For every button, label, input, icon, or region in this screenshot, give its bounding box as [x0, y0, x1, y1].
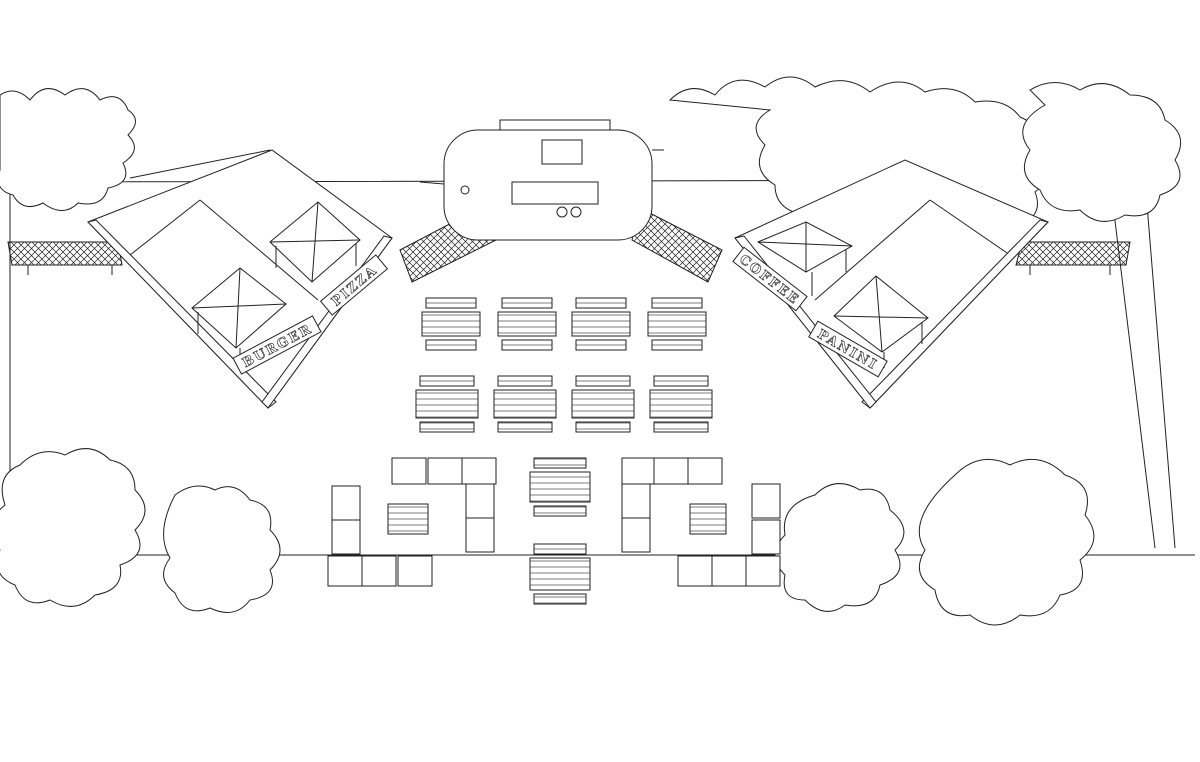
picnic-bench: [501, 339, 553, 351]
picnic-tabletop: [493, 389, 557, 419]
fence-right-outer: [1015, 241, 1131, 275]
picnic-tabletop: [571, 389, 635, 419]
sofa-module: [331, 519, 361, 555]
picnic-bench: [575, 375, 631, 387]
picnic-tabletop: [421, 311, 481, 337]
picnic-bench: [533, 593, 587, 605]
picnic-table: [421, 297, 481, 351]
sofa-module: [397, 555, 433, 587]
picnic-tabletop: [529, 557, 591, 591]
picnic-bench: [533, 543, 587, 555]
sofa-module: [711, 555, 747, 587]
sofa-module: [621, 483, 651, 519]
picnic-bench: [575, 421, 631, 433]
sofa-module: [745, 555, 781, 587]
sofa-module: [461, 457, 497, 485]
picnic-tabletop: [571, 311, 631, 337]
tree-canopy-top-left: [0, 88, 136, 211]
picnic-bench: [575, 297, 627, 309]
coffee-table: [689, 503, 727, 535]
tent-left-front: [191, 267, 287, 368]
picnic-bench: [651, 297, 703, 309]
picnic-bench: [533, 505, 587, 517]
picnic-table: [415, 375, 479, 433]
picnic-table: [571, 297, 631, 351]
picnic-bench: [419, 421, 475, 433]
picnic-bench: [575, 339, 627, 351]
food-trailer: [419, 119, 664, 241]
picnic-tabletop: [529, 471, 591, 503]
center-benches: [529, 457, 591, 605]
picnic-table: [649, 375, 713, 433]
picnic-bench: [425, 339, 477, 351]
sofa-module: [465, 517, 495, 553]
picnic-bench: [425, 297, 477, 309]
picnic-tabletop: [497, 311, 557, 337]
tent-left-back: [269, 201, 361, 283]
sofa-module: [361, 555, 397, 587]
picnic-bench: [497, 421, 553, 433]
picnic-table: [571, 375, 635, 433]
lounge-left: [327, 457, 497, 587]
sofa-module: [687, 457, 723, 485]
sofa-module: [751, 483, 781, 519]
sofa-module: [465, 483, 495, 519]
sofa-module: [391, 457, 427, 485]
coffee-table: [387, 503, 429, 535]
sofa-module: [327, 555, 363, 587]
picnic-bench: [653, 375, 709, 387]
lounge-right: [621, 457, 781, 587]
sofa-module: [427, 457, 463, 485]
sofa-module: [677, 555, 713, 587]
picnic-tables: [415, 297, 713, 433]
picnic-bench: [501, 297, 553, 309]
tree-canopy-bottom-right: [774, 458, 1095, 626]
picnic-bench: [419, 375, 475, 387]
picnic-table: [493, 375, 557, 433]
tree-canopy-bottom-left: [0, 448, 281, 613]
fence-left-outer: [7, 241, 123, 275]
picnic-table: [497, 297, 557, 351]
picnic-tabletop: [415, 389, 479, 419]
picnic-bench: [651, 339, 703, 351]
picnic-table: [529, 543, 591, 605]
sofa-module: [621, 517, 651, 553]
picnic-bench: [497, 375, 553, 387]
sofa-module: [751, 519, 781, 555]
picnic-bench: [653, 421, 709, 433]
picnic-table: [647, 297, 707, 351]
sofa-module: [331, 485, 361, 521]
picnic-tabletop: [647, 311, 707, 337]
tent-right-front: [833, 275, 929, 368]
sofa-module: [621, 457, 657, 485]
picnic-table: [529, 457, 591, 517]
picnic-bench: [533, 457, 587, 469]
tent-right-back: [756, 221, 854, 296]
picnic-tabletop: [649, 389, 713, 419]
sofa-module: [653, 457, 689, 485]
